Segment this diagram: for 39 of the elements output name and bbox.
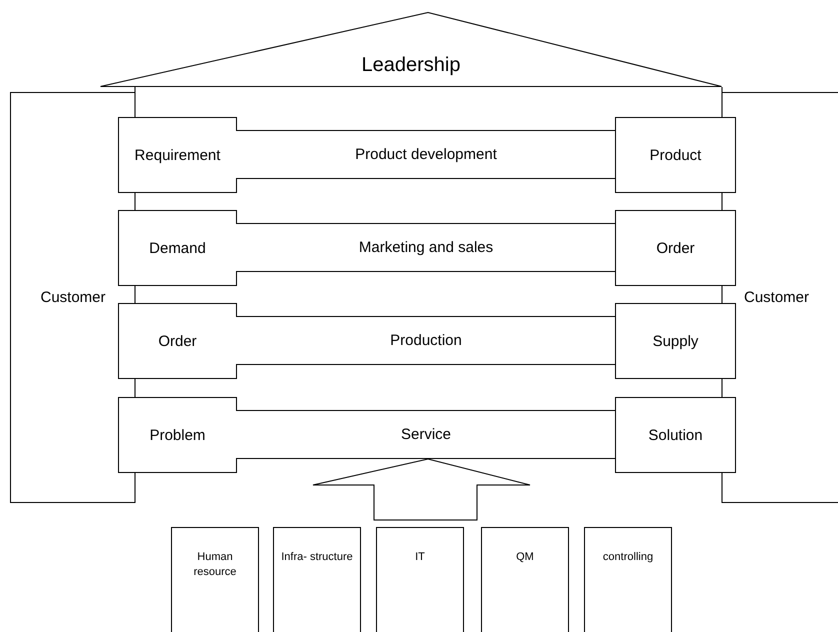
node-label: Leadership xyxy=(362,54,460,77)
support-box xyxy=(273,527,361,632)
block-arrow xyxy=(312,458,530,520)
node-label: Customer xyxy=(40,289,106,306)
node-label: QM xyxy=(516,550,534,565)
node-label: Supply xyxy=(652,332,698,350)
node-label: Demand xyxy=(149,240,206,256)
node-label: Human resource xyxy=(192,550,238,580)
support-box xyxy=(481,527,569,632)
input-box xyxy=(118,210,237,286)
roof-shape xyxy=(100,12,722,87)
node-label: Solution xyxy=(648,426,703,444)
output-box xyxy=(615,210,736,286)
node-label: controlling xyxy=(602,550,654,565)
node-label: Infra- structure xyxy=(281,550,353,565)
node-label: Marketing and sales xyxy=(358,239,494,256)
process-band xyxy=(236,130,616,179)
output-box xyxy=(615,117,736,193)
output-box xyxy=(615,303,736,379)
input-box xyxy=(118,117,237,193)
process-band xyxy=(236,410,616,459)
input-box xyxy=(118,303,237,379)
input-box xyxy=(118,397,237,473)
node-label: Order xyxy=(158,332,197,350)
node-label: Customer xyxy=(744,289,810,306)
support-box xyxy=(376,527,464,632)
support-box xyxy=(171,527,259,632)
process-band xyxy=(236,223,616,272)
node-label: Product xyxy=(650,146,702,164)
node-label: Product development xyxy=(355,146,497,163)
node-label: Production xyxy=(390,332,462,349)
node-label: IT xyxy=(415,550,425,565)
output-box xyxy=(615,397,736,473)
support-box xyxy=(584,527,672,632)
node-label: Problem xyxy=(150,426,206,444)
node-label: Service xyxy=(400,426,452,443)
node-label: Requirement xyxy=(134,146,220,164)
process-band xyxy=(236,316,616,365)
node-label: Order xyxy=(656,240,695,256)
